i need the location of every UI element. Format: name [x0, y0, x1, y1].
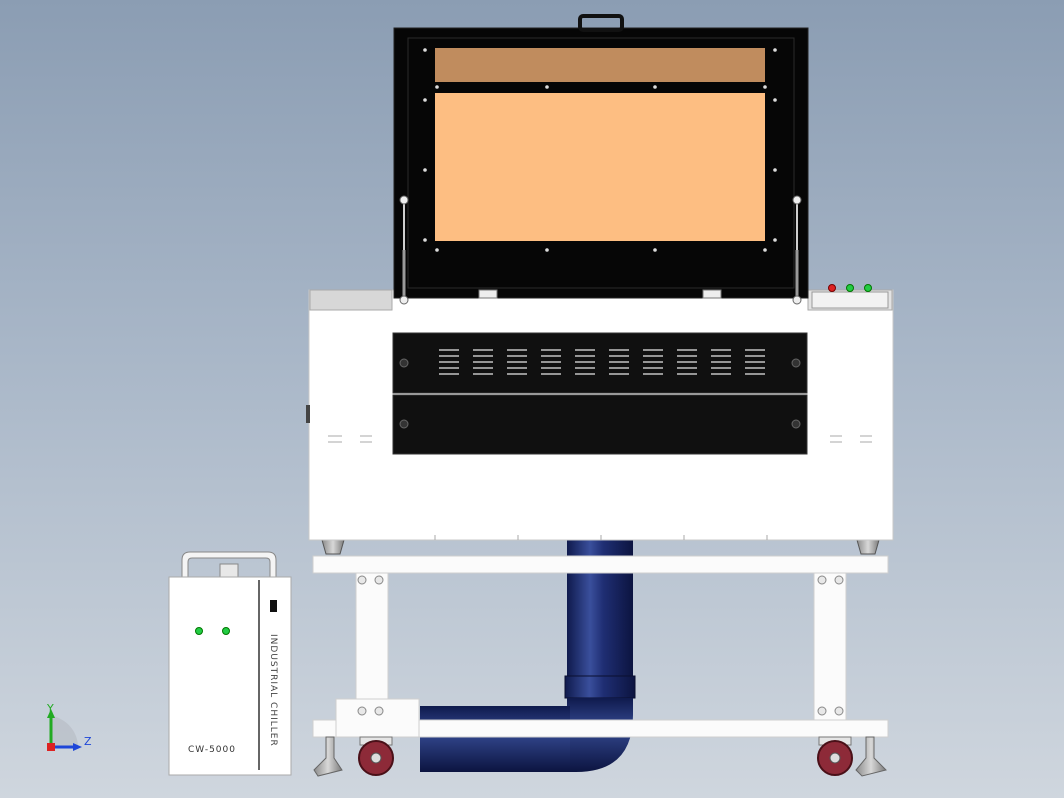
chiller-switch[interactable] — [270, 600, 277, 612]
chiller-fill-cap[interactable] — [219, 563, 239, 579]
lid-rivet — [423, 98, 427, 102]
floor-foot-left — [313, 736, 343, 777]
lid-rivet — [773, 48, 777, 52]
open-lid — [393, 14, 809, 305]
lid-rivet — [545, 85, 549, 89]
lid-rivet — [763, 248, 767, 252]
lid-inner-border — [407, 37, 795, 289]
floor-foot-right — [855, 736, 887, 777]
indicator-red — [828, 284, 836, 292]
chiller-vertical-label: INDUSTRIAL CHILLER — [268, 634, 278, 747]
gas-strut-right — [792, 195, 802, 305]
chiller-led-1 — [195, 627, 203, 635]
lid-rivet — [545, 248, 549, 252]
water-chiller: INDUSTRIAL CHILLER CW-5000 — [168, 551, 292, 776]
viewing-window-main — [435, 93, 765, 241]
body-marks — [328, 435, 872, 443]
chiller-led-2 — [222, 627, 230, 635]
indicator-green — [864, 284, 872, 292]
lid-rivet — [435, 85, 439, 89]
stand-bottom-rail — [312, 719, 889, 738]
side-latch — [306, 405, 310, 423]
body-bottom-ticks — [434, 535, 768, 540]
stand-bracket — [335, 698, 420, 738]
duct-coupling — [564, 675, 636, 699]
lid-rivet — [653, 248, 657, 252]
lid-handle[interactable] — [578, 14, 624, 32]
lid-rivet — [423, 48, 427, 52]
caster-wheel-right — [817, 736, 853, 776]
stand-top-rail — [312, 555, 889, 574]
lid-rivet — [773, 168, 777, 172]
machine-stand — [312, 539, 889, 777]
axis-triad: Y Z — [46, 702, 92, 751]
y-axis-label: Y — [46, 702, 54, 715]
machine-body — [306, 284, 894, 541]
hinge-right[interactable] — [702, 289, 722, 299]
stand-bolts — [357, 575, 844, 716]
lid-rivet — [423, 238, 427, 242]
caster-wheel-left — [358, 736, 394, 776]
control-panel[interactable] — [811, 284, 889, 309]
lid-rivets — [423, 48, 777, 252]
vent-slots — [439, 349, 765, 375]
lid-rivet — [653, 85, 657, 89]
front-access-door — [392, 394, 808, 455]
chiller-model-label: CW-5000 — [188, 745, 236, 755]
indicator-green — [846, 284, 854, 292]
body-left-top-cover — [309, 289, 393, 311]
lid-rivet — [435, 248, 439, 252]
stand-left-leg — [355, 572, 389, 721]
stand-right-leg — [813, 572, 847, 721]
lid-rivet — [423, 168, 427, 172]
gas-strut-left — [399, 195, 409, 305]
lid-rivet — [773, 98, 777, 102]
lid-rivet — [773, 238, 777, 242]
viewing-window-top — [435, 48, 765, 82]
lid-rivet — [763, 85, 767, 89]
leveling-foot-right — [856, 539, 880, 555]
leveling-foot-left — [321, 539, 345, 555]
z-axis-label: Z — [84, 735, 92, 748]
front-vent-panel — [392, 332, 808, 394]
hinge-left[interactable] — [478, 289, 498, 299]
